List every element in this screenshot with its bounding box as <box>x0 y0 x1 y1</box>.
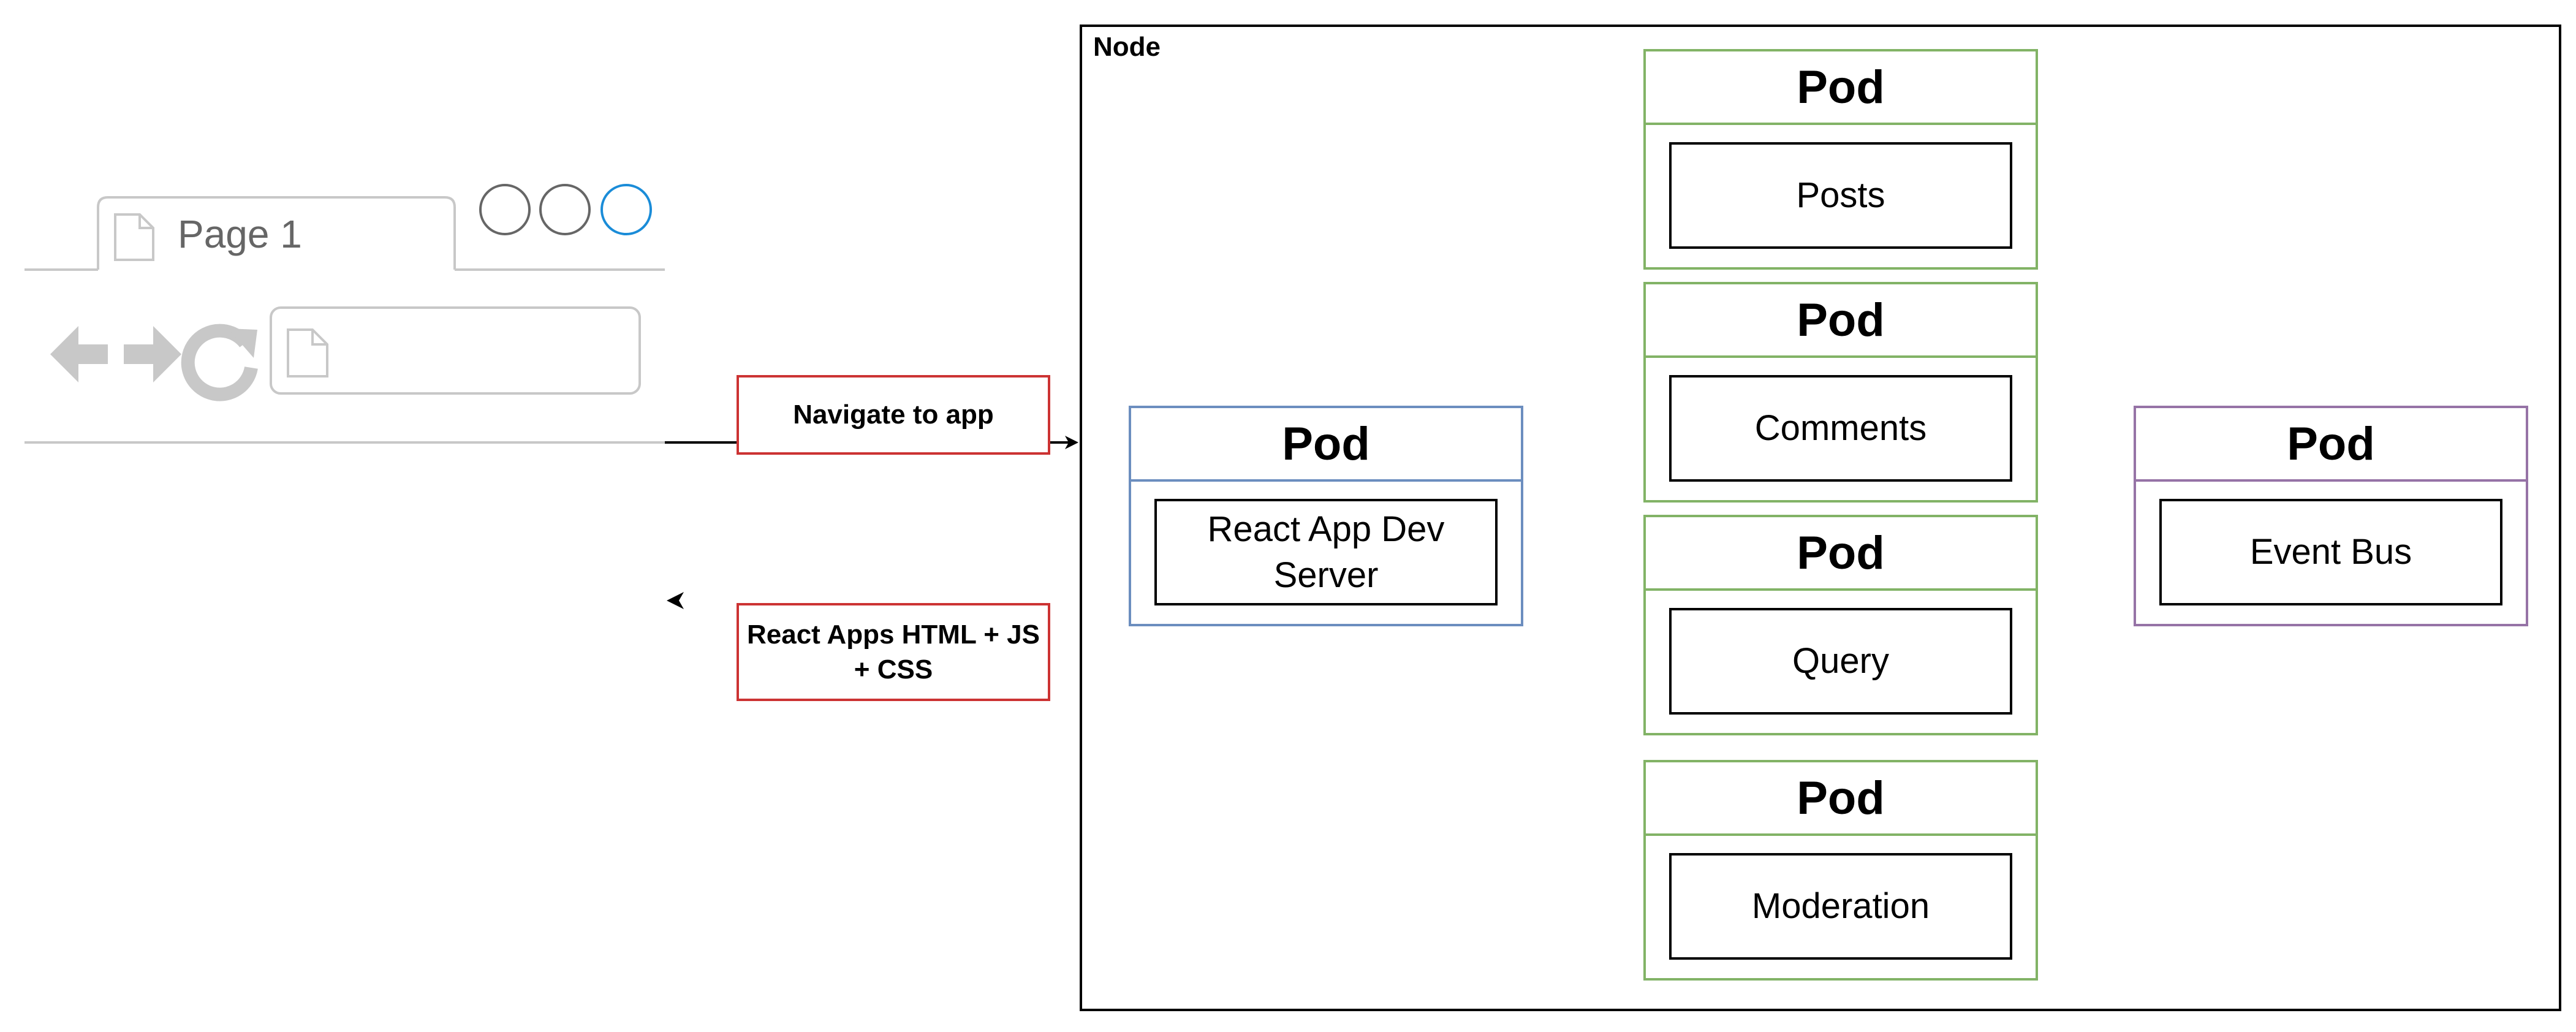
pod-posts: Pod Posts <box>1643 49 2038 270</box>
pod-comments: Pod Comments <box>1643 282 2038 503</box>
node-container <box>1080 25 2561 1011</box>
pod-title: Pod <box>1646 284 2036 358</box>
pod-query: Pod Query <box>1643 515 2038 735</box>
reload-icon[interactable] <box>181 324 258 401</box>
service-posts: Posts <box>1669 142 2012 249</box>
service-react-app-dev-server: React App Dev Server <box>1154 499 1498 605</box>
service-query: Query <box>1669 608 2012 715</box>
back-arrow-icon[interactable] <box>50 326 108 382</box>
page-icon <box>114 213 154 261</box>
service-comments: Comments <box>1669 375 2012 482</box>
pod-title: Pod <box>1646 517 2036 591</box>
address-page-icon <box>287 328 328 378</box>
forward-arrow-icon[interactable] <box>124 326 181 382</box>
pod-event-bus: Pod Event Bus <box>2134 406 2528 626</box>
browser-tab[interactable] <box>97 196 456 270</box>
tab-label: Page 1 <box>178 212 302 256</box>
service-moderation: Moderation <box>1669 853 2012 960</box>
service-event-bus: Event Bus <box>2159 499 2502 605</box>
address-bar[interactable] <box>270 306 641 395</box>
circle-button-active[interactable] <box>600 184 652 235</box>
node-label: Node <box>1093 32 1161 62</box>
pod-title: Pod <box>2136 408 2526 482</box>
pod-title: Pod <box>1646 762 2036 836</box>
pod-title: Pod <box>1646 51 2036 125</box>
navigate-label: Navigate to app <box>737 375 1050 455</box>
circle-button[interactable] <box>479 184 531 235</box>
response-label: React Apps HTML + JS + CSS <box>737 603 1050 701</box>
pod-moderation: Pod Moderation <box>1643 760 2038 981</box>
pod-react-app: Pod React App Dev Server <box>1129 406 1523 626</box>
pod-title: Pod <box>1131 408 1521 482</box>
circle-button[interactable] <box>539 184 591 235</box>
